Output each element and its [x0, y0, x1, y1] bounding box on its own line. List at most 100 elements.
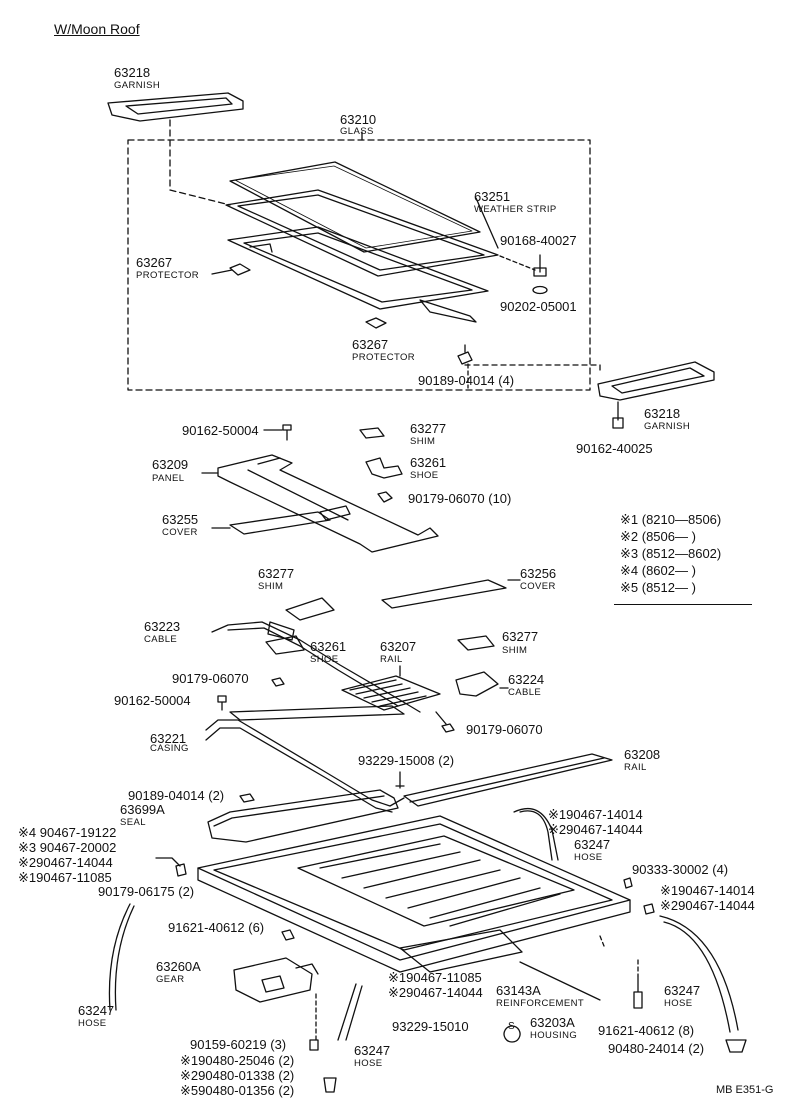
cover-1	[229, 511, 331, 535]
label-shim1-pn: 63277	[410, 421, 447, 436]
bolt-91621-8	[633, 975, 643, 1009]
label-protector1-pn: 63267	[136, 255, 173, 270]
label-housing-pn: 63203A	[530, 1015, 575, 1030]
panel-63209	[217, 454, 439, 553]
screw-90162-50004-b	[217, 695, 227, 711]
label-rail2-nm: RAIL	[624, 762, 647, 773]
label-c-1-11085: ※190467-11085	[388, 970, 482, 985]
screw-90162-50004	[282, 424, 292, 441]
grommet-90480	[725, 1039, 747, 1053]
label-l-3-20002: ※3 90467-20002	[18, 840, 117, 855]
label-b-2-01338: ※290480-01338 (2)	[180, 1068, 295, 1083]
label-rail1-pn: 63207	[380, 639, 417, 654]
clip-90179-06175	[175, 863, 187, 877]
label-91621-40612-8: 91621-40612 (8)	[598, 1023, 695, 1038]
label-casing-pn: 63221	[150, 731, 187, 746]
label-93229-15008: 93229-15008 (2)	[358, 753, 455, 768]
label-garnish-r-pn: 63218	[644, 406, 681, 421]
label-cover1-pn: 63255	[162, 512, 199, 527]
housing-63203a	[197, 815, 631, 973]
cable-bracket-63224	[455, 671, 499, 697]
label-hose-r1a: ※190467-14014	[548, 807, 643, 822]
label-90179-06070-a: 90179-06070	[172, 671, 249, 686]
label-rail2-pn: 63208	[624, 747, 661, 762]
label-reinf-pn: 63143A	[496, 983, 541, 998]
casing-63221	[205, 705, 405, 813]
label-91621-40612-6: 91621-40612 (6)	[168, 920, 265, 935]
hose-63247-bottom	[337, 983, 363, 1041]
label-shim2-nm: SHIM	[258, 581, 284, 592]
cover-2	[381, 579, 507, 609]
label-shim1-nm: SHIM	[410, 436, 436, 447]
nut-90179-a	[271, 677, 285, 687]
label-gear-nm: GEAR	[156, 974, 185, 985]
protector-left	[229, 263, 251, 276]
seal-63699a	[207, 789, 399, 843]
hose-63247-right	[659, 915, 739, 1033]
diagram-code: MB E351-G	[716, 1084, 774, 1096]
label-l-1-11085: ※190467-11085	[18, 870, 112, 885]
label-r-1-14014: ※190467-14014	[660, 883, 755, 898]
label-hose-r1b: ※290467-14044	[548, 822, 643, 837]
label-weather-pn: 63251	[474, 189, 511, 204]
label-panel-pn: 63209	[152, 457, 189, 472]
shim-1	[359, 427, 385, 439]
label-90189-04014-4: 90189-04014 (4)	[418, 373, 515, 388]
grommet-90480-bottom	[323, 1077, 337, 1093]
label-gear-pn: 63260A	[156, 959, 201, 974]
label-housing-nm: HOUSING	[530, 1030, 578, 1041]
label-l-2-14044: ※290467-14044	[18, 855, 113, 870]
cable-63223	[211, 621, 421, 713]
bolt-90168	[533, 254, 547, 277]
label-cover2-pn: 63256	[520, 566, 557, 581]
shim-2	[285, 597, 335, 621]
legend-row-4: ※4 (8602— )	[620, 563, 696, 578]
reinforcement-63143a	[399, 929, 523, 973]
label-shoe1-pn: 63261	[410, 455, 447, 470]
label-shoe2-pn: 63261	[310, 639, 347, 654]
label-90162-50004-a: 90162-50004	[182, 423, 259, 438]
gear-63260a	[233, 957, 319, 1003]
label-glass-pn: 63210	[340, 112, 377, 127]
label-90189-04014-2: 90189-04014 (2)	[128, 788, 225, 803]
label-protector1-nm: PROTECTOR	[136, 270, 200, 281]
label-casing-nm: CASING	[150, 743, 189, 754]
label-protector2-pn: 63267	[352, 337, 389, 352]
label-cable2-pn: 63224	[508, 672, 545, 687]
screw-90159	[309, 1039, 319, 1051]
garnish-right	[597, 361, 715, 429]
screw-93229-15008	[395, 771, 405, 789]
shoe-1	[365, 457, 403, 479]
rail-63208	[403, 753, 613, 807]
label-b-5-01356: ※590480-01356 (2)	[180, 1083, 295, 1098]
label-93229-15010: 93229-15010	[392, 1019, 469, 1034]
shim-3	[457, 635, 495, 651]
hose-63247-left	[108, 903, 135, 1011]
label-90179-06070-10: 90179-06070 (10)	[408, 491, 512, 506]
bolt-91621-6	[281, 929, 295, 941]
legend-underline	[614, 604, 752, 605]
label-cover2-nm: COVER	[520, 581, 556, 592]
label-cable1-pn: 63223	[144, 619, 181, 634]
label-garnish-top-pn: 63218	[114, 65, 151, 80]
label-90162-40025: 90162-40025	[576, 441, 653, 456]
label-shim2-pn: 63277	[258, 566, 295, 581]
label-hose3-pn: 63247	[78, 1003, 115, 1018]
label-cable1-nm: CABLE	[144, 634, 178, 645]
label-shoe1-nm: SHOE	[410, 470, 439, 481]
label-glass-nm: GLASS	[340, 126, 374, 137]
label-shoe2-nm: SHOE	[310, 654, 339, 665]
label-weather-nm: WEATHER STRIP	[474, 204, 557, 215]
label-90480-24014: 90480-24014 (2)	[608, 1041, 705, 1056]
label-shim3-nm: SHIM	[502, 645, 528, 656]
label-seal-pn: 63699A	[120, 802, 165, 817]
legend-row-5: ※5 (8512— )	[620, 580, 696, 595]
rail-63207	[341, 665, 441, 711]
shoe-2	[265, 635, 305, 655]
label-hose4-pn: 63247	[354, 1043, 391, 1058]
label-panel-nm: PANEL	[152, 473, 185, 484]
label-cover1-nm: COVER	[162, 527, 198, 538]
nut-90179-b	[441, 723, 455, 733]
